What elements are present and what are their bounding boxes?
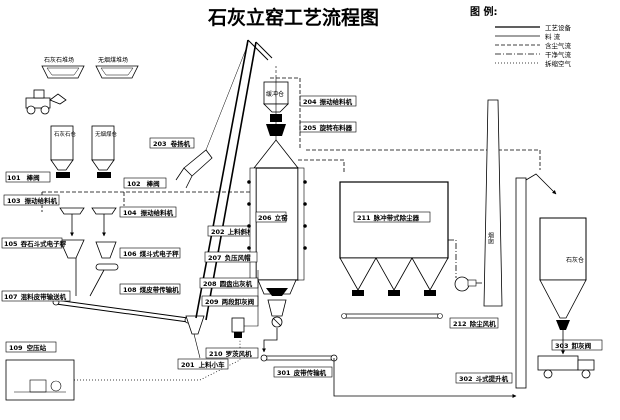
chimney: 烟囱 <box>483 99 503 307</box>
legend-heading: 图 例: <box>470 5 497 18</box>
hoist-203 <box>175 43 249 189</box>
limestone-yard: 石灰石堆场 <box>41 56 85 79</box>
legend-item: 干净气流 <box>545 50 572 59</box>
roots-blower-210 <box>231 317 245 338</box>
discharge-valve-303 <box>556 320 570 330</box>
dust-fan-212 <box>454 276 477 292</box>
truck-icon <box>537 355 595 379</box>
inclined-bridge-202 <box>195 39 273 321</box>
buffer-bin-label: 缓冲仓 <box>266 90 284 98</box>
coal-belt-conveyor-108 <box>95 263 119 271</box>
lime-silo-label: 石灰仓 <box>566 256 584 264</box>
vibrating-feeder-103 <box>59 207 85 215</box>
bucket-elevator-302 <box>515 173 557 389</box>
coal-yard: 无烟煤堆场 <box>95 56 139 79</box>
coal-yard-label: 无烟煤堆场 <box>98 56 128 64</box>
legend-item: 工艺设备 <box>545 23 572 32</box>
rod-valve-101 <box>56 172 70 178</box>
coal-hopper-label: 无烟煤仓 <box>95 130 118 138</box>
legend-item: 料 流 <box>545 32 561 41</box>
legend-item: 含尘气流 <box>545 41 572 50</box>
pulse-bag-dust-collector-211 <box>339 181 449 319</box>
belt-conveyor-301 <box>260 354 338 362</box>
two-stage-discharge-valve-209 <box>267 299 287 328</box>
limestone-yard-label: 石灰石堆场 <box>44 56 74 64</box>
skip-car-201 <box>185 315 205 335</box>
rod-valve-102 <box>97 172 111 178</box>
mixing-belt-conveyor-107 <box>52 298 192 324</box>
chimney-label: 烟囱 <box>487 231 494 245</box>
lime-silo: 石灰仓 <box>539 217 587 319</box>
diagram-title: 石灰立窑工艺流程图 <box>207 6 379 29</box>
legend-item: 拆缩空气 <box>545 59 572 68</box>
legend: 图 例: 工艺设备 料 流 含尘气流 干净气流 拆缩空气 <box>470 5 572 68</box>
coal-scale-106 <box>95 241 117 259</box>
vertical-kiln-206 <box>247 139 307 281</box>
loader-icon <box>25 89 67 115</box>
air-compressor-station-109 <box>5 359 75 401</box>
disc-discharger-208 <box>257 279 297 295</box>
limestone-hopper-label: 石灰石仓 <box>54 130 77 138</box>
coal-hopper: 无烟煤仓 <box>91 125 118 171</box>
limestone-hopper: 石灰石仓 <box>50 125 77 171</box>
vibrating-feeder-104 <box>91 207 117 215</box>
